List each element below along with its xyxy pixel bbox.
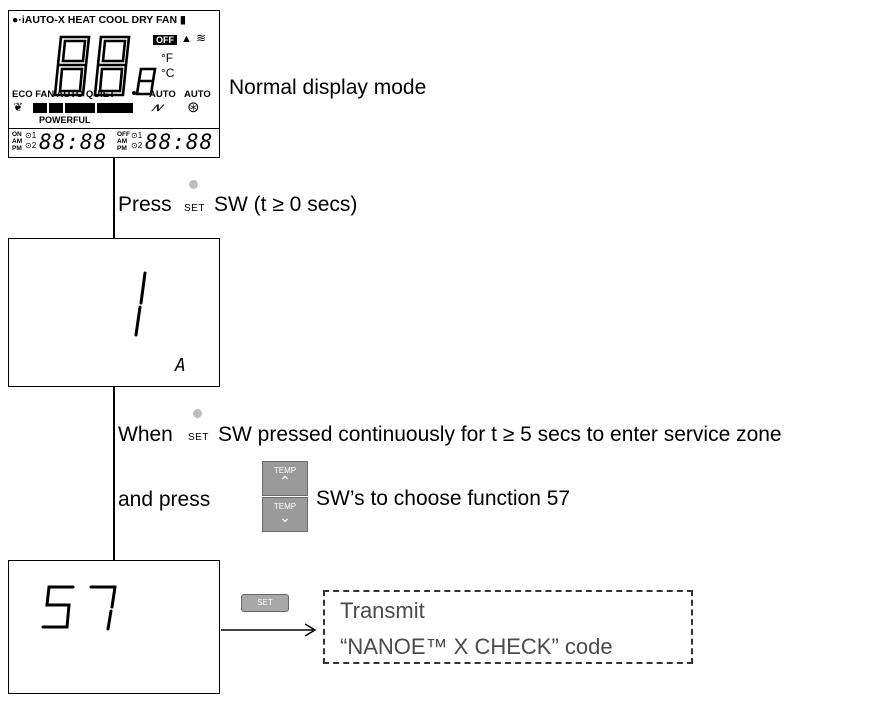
service-display-1: A xyxy=(8,238,220,387)
display-sub-char: A xyxy=(175,355,186,376)
connector-line-1 xyxy=(113,158,115,238)
unit-fahrenheit: °F xyxy=(161,51,174,65)
press-suffix: SW (t ≥ 0 secs) xyxy=(214,193,358,216)
when-prefix: When xyxy=(118,423,173,446)
timer-clock-icons-right: ⊙1⊙2 xyxy=(131,131,143,150)
set-button-dot-icon-2 xyxy=(193,409,202,418)
timer-on-value: 88:88 xyxy=(39,130,108,154)
transmit-line-1: Transmit xyxy=(340,598,425,623)
unit-celsius: °C xyxy=(161,66,175,80)
lcd-auto-2: AUTO xyxy=(184,89,211,100)
ion-icon: ●· xyxy=(12,14,22,26)
when-suffix: SW pressed continuously for t ≥ 5 secs t… xyxy=(218,423,782,446)
set-button-dot-icon xyxy=(189,180,198,189)
horizontal-airflow-icon: ⊛ xyxy=(187,99,200,116)
set-small-label: SET xyxy=(184,203,205,214)
temp-up-label: TEMP xyxy=(273,466,297,475)
timer-clock-icons-left: ⊙1⊙2 xyxy=(25,131,37,150)
off-badge: OFF xyxy=(153,35,177,45)
service-display-57 xyxy=(8,560,220,694)
temp-down-button[interactable]: TEMP ⌄ xyxy=(262,497,308,532)
transmit-code-box xyxy=(323,590,693,664)
set-button[interactable]: SET xyxy=(241,594,289,612)
wifi-icon: ≋ xyxy=(196,31,207,45)
connector-line-2 xyxy=(113,387,115,653)
digits-57 xyxy=(41,585,117,631)
temp-down-label: TEMP xyxy=(273,502,297,511)
lcd-powerful: POWERFUL xyxy=(39,115,91,125)
choose-function-label: SW’s to choose function 57 xyxy=(316,487,571,510)
lcd-normal-display: ●·iAUTO-X HEAT COOL DRY FAN ▮ OFF ▲ ≋ °F… xyxy=(8,10,220,158)
digit-one xyxy=(134,271,147,337)
normal-display-label: Normal display mode xyxy=(229,76,427,99)
and-press-label: and press xyxy=(118,488,211,511)
chevron-up-icon: ⌃ xyxy=(279,473,291,489)
eco-leaf-icon: ❦ xyxy=(13,100,24,114)
fan-bar-icon: ▮ xyxy=(179,14,186,26)
lcd-divider xyxy=(9,128,219,129)
mountain-icon: ▲ xyxy=(181,33,192,45)
timer-off-value: 88:88 xyxy=(145,130,214,154)
lcd-mode-row: ●·iAUTO-X HEAT COOL DRY FAN ▮ xyxy=(12,14,186,26)
timer-off-labels: OFF AM PM xyxy=(117,131,130,152)
lcd-fan-mode-row: ECO FAN AUTO QUIET xyxy=(12,89,115,100)
fan-speed-bars xyxy=(33,103,133,113)
set-small-label-2: SET xyxy=(188,432,209,443)
lcd-auto-1: AUTO xyxy=(149,89,176,100)
arrow-right-icon xyxy=(221,623,317,637)
vertical-airflow-icon: ⩘⩗ xyxy=(151,99,165,114)
temp-up-button[interactable]: TEMP ⌃ xyxy=(262,461,308,496)
chevron-down-icon: ⌄ xyxy=(279,509,291,525)
big-seven-segment-digits xyxy=(53,35,157,97)
press-prefix: Press xyxy=(118,193,172,216)
transmit-line-2: “NANOE™ X CHECK” code xyxy=(340,634,613,659)
timer-on-labels: ON AM PM xyxy=(12,131,23,152)
